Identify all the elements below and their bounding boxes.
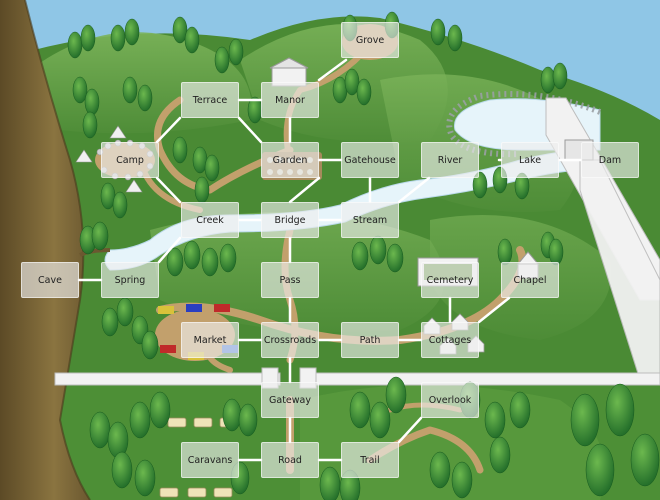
location-label: Chapel — [513, 274, 547, 286]
location-label: Spring — [114, 274, 146, 286]
location-trail[interactable]: Trail — [341, 442, 399, 478]
location-label: Stream — [352, 214, 388, 226]
location-label: Garden — [272, 154, 308, 166]
location-label: Caravans — [187, 454, 233, 466]
location-garden[interactable]: Garden — [261, 142, 319, 178]
location-road[interactable]: Road — [261, 442, 319, 478]
location-stream[interactable]: Stream — [341, 202, 399, 238]
location-label: Gateway — [269, 394, 311, 406]
location-label: Camp — [116, 154, 144, 166]
location-overlook[interactable]: Overlook — [421, 382, 479, 418]
location-pass[interactable]: Pass — [261, 262, 319, 298]
location-spring[interactable]: Spring — [101, 262, 159, 298]
location-crossroads[interactable]: Crossroads — [261, 322, 319, 358]
location-label: Overlook — [428, 394, 472, 406]
location-label: Cottages — [428, 334, 472, 346]
location-creek[interactable]: Creek — [181, 202, 239, 238]
location-label: Creek — [196, 214, 224, 226]
location-label: Market — [193, 334, 227, 346]
location-cave[interactable]: Cave — [21, 262, 79, 298]
trees — [67, 11, 660, 500]
location-label: Trail — [360, 454, 380, 466]
location-label: Grove — [355, 34, 385, 46]
location-bridge[interactable]: Bridge — [261, 202, 319, 238]
location-label: Terrace — [192, 94, 228, 106]
location-gateway[interactable]: Gateway — [261, 382, 319, 418]
location-label: Gatehouse — [344, 154, 396, 166]
location-dam[interactable]: Dam — [581, 142, 639, 178]
location-cottages[interactable]: Cottages — [421, 322, 479, 358]
location-label: Road — [278, 454, 302, 466]
location-label: River — [437, 154, 463, 166]
location-grove[interactable]: Grove — [341, 22, 399, 58]
location-label: Cave — [38, 274, 62, 286]
location-terrace[interactable]: Terrace — [181, 82, 239, 118]
location-label: Crossroads — [263, 334, 317, 346]
location-gatehouse[interactable]: Gatehouse — [341, 142, 399, 178]
location-camp[interactable]: Camp — [101, 142, 159, 178]
location-label: Dam — [598, 154, 622, 166]
map-connectors — [77, 58, 583, 462]
location-market[interactable]: Market — [181, 322, 239, 358]
location-caravans[interactable]: Caravans — [181, 442, 239, 478]
location-label: Pass — [279, 274, 301, 286]
location-manor[interactable]: Manor — [261, 82, 319, 118]
location-path[interactable]: Path — [341, 322, 399, 358]
location-label: Cemetery — [426, 274, 474, 286]
location-cemetery[interactable]: Cemetery — [421, 262, 479, 298]
location-label: Path — [359, 334, 381, 346]
location-lake[interactable]: Lake — [501, 142, 559, 178]
location-label: Manor — [275, 94, 305, 106]
location-chapel[interactable]: Chapel — [501, 262, 559, 298]
location-label: Lake — [518, 154, 542, 166]
location-river[interactable]: River — [421, 142, 479, 178]
location-label: Bridge — [274, 214, 306, 226]
